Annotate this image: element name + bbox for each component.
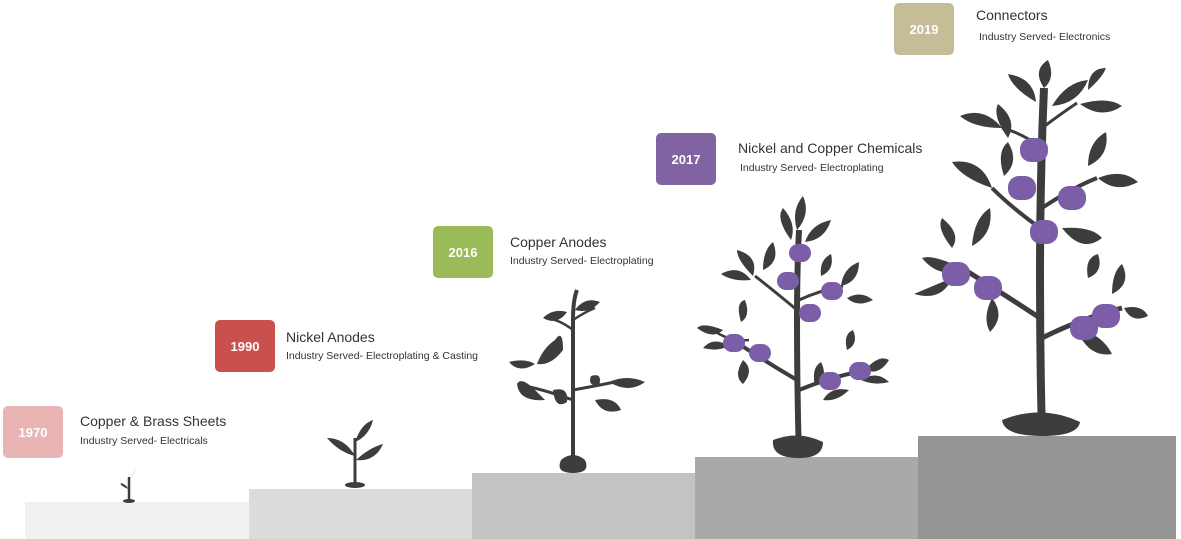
milestone-sub-2019: Industry Served- Electronics: [979, 31, 1111, 43]
sprout-icon: [120, 469, 137, 503]
milestone-sub-1970: Industry Served- Electricals: [80, 435, 208, 447]
young-tree-icon: [509, 289, 645, 473]
year-badge-2019: 2019: [894, 3, 954, 55]
seedling-icon: [327, 420, 383, 488]
milestone-title-1990: Nickel Anodes: [286, 329, 375, 345]
milestone-sub-2016: Industry Served- Electroplating: [510, 255, 654, 267]
fruit-tree-icon: [697, 196, 889, 459]
milestone-title-2019: Connectors: [976, 7, 1048, 23]
milestone-title-2017: Nickel and Copper Chemicals: [738, 140, 923, 156]
step-5: [918, 436, 1176, 539]
year-badge-2017: 2017: [656, 133, 716, 185]
step-3: [472, 473, 695, 539]
step-1: [25, 502, 249, 539]
milestone-sub-1990: Industry Served- Electroplating & Castin…: [286, 350, 479, 362]
milestone-sub-2017: Industry Served- Electroplating: [740, 162, 884, 174]
milestone-title-1970: Copper & Brass Sheets: [80, 413, 227, 429]
step-2: [249, 489, 472, 539]
year-badge-1970: 1970: [3, 406, 63, 458]
year-badge-1990: 1990: [215, 320, 275, 372]
step-4: [695, 457, 918, 539]
large-fruit-tree-icon: [914, 60, 1148, 437]
milestone-title-2016: Copper Anodes: [510, 234, 607, 250]
year-badge-2016: 2016: [433, 226, 493, 278]
